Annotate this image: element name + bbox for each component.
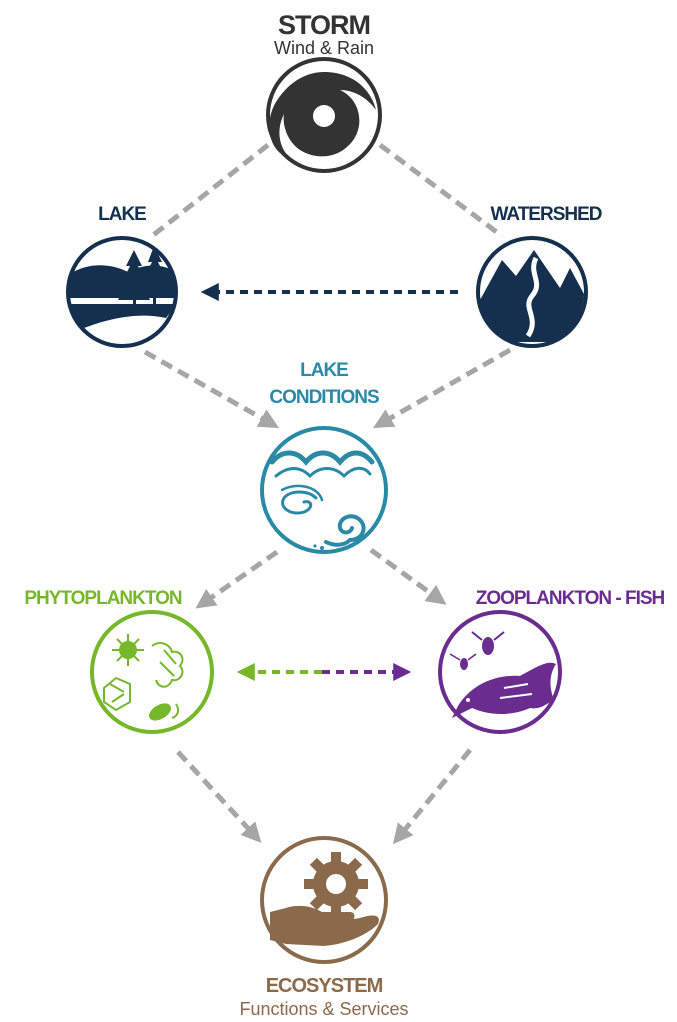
watershed-title: WATERSHED bbox=[491, 204, 602, 225]
connector-phyto-ecosystem bbox=[176, 750, 262, 843]
zooplankton-fish-title: ZOOPLANKTON - FISH bbox=[476, 588, 665, 609]
connector-storm-lake bbox=[150, 143, 270, 238]
ecosystem-subtitle: Functions & Services bbox=[239, 999, 408, 1019]
node-ecosystem bbox=[260, 836, 388, 964]
lake-conditions-title-line1: LAKE bbox=[300, 360, 348, 381]
lake-trees-icon bbox=[69, 246, 176, 328]
lake-title: LAKE bbox=[98, 204, 146, 225]
connector-zoo-ecosystem bbox=[392, 748, 472, 845]
storm-title: STORM bbox=[278, 10, 370, 40]
fish-zooplankton-icon bbox=[449, 631, 556, 718]
connector-storm-watershed bbox=[378, 142, 504, 239]
storm-subtitle: Wind & Rain bbox=[274, 38, 374, 58]
node-phytoplankton bbox=[90, 610, 214, 734]
hand-gear-icon bbox=[270, 852, 379, 946]
lake-conditions-title-line2: CONDITIONS bbox=[269, 387, 379, 408]
connector-conditions-zoo bbox=[369, 547, 447, 605]
phytoplankton-title: PHYTOPLANKTON bbox=[24, 588, 182, 609]
node-lake bbox=[66, 236, 178, 348]
node-watershed bbox=[476, 236, 588, 348]
node-storm bbox=[266, 57, 382, 173]
node-lake-conditions bbox=[260, 426, 388, 554]
waves-swirl-icon bbox=[269, 450, 375, 547]
ecosystem-title: ECOSYSTEM bbox=[266, 975, 383, 997]
hurricane-icon bbox=[269, 72, 376, 160]
connector-watershed-conditions bbox=[373, 347, 512, 428]
phytoplankton-cells-icon bbox=[103, 634, 184, 721]
node-zooplankton-fish bbox=[438, 610, 562, 734]
connector-lake-conditions bbox=[143, 349, 279, 428]
mountains-river-icon bbox=[480, 250, 584, 342]
connector-conditions-phyto bbox=[195, 549, 279, 609]
